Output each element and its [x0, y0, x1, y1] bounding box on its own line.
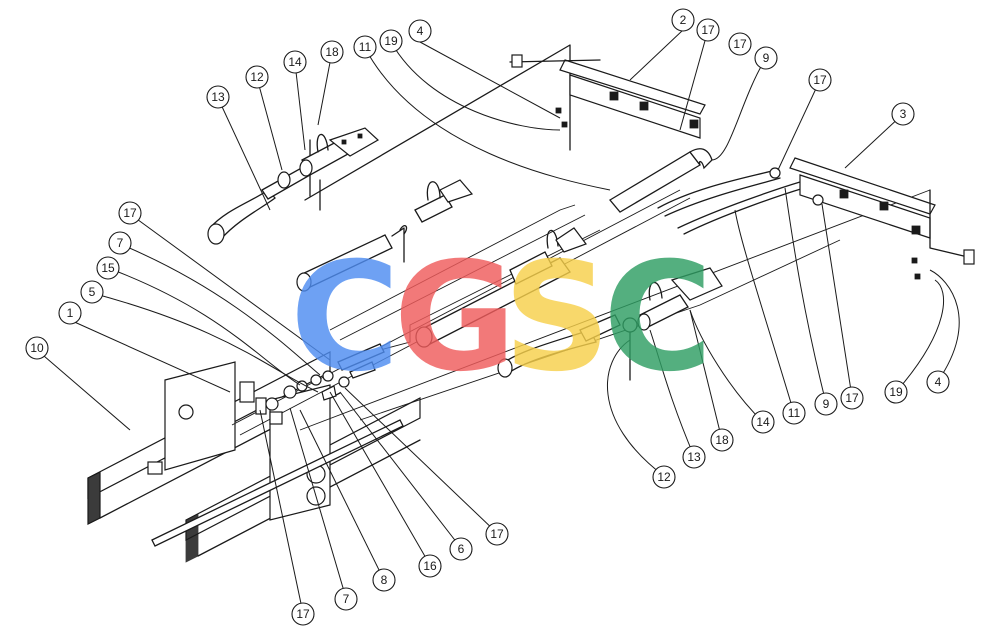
svg-text:14: 14 — [756, 415, 770, 429]
leader-lines — [36, 29, 960, 614]
svg-text:11: 11 — [359, 40, 372, 54]
callout-balloon: 9 — [754, 46, 778, 70]
svg-text:17: 17 — [296, 607, 310, 621]
callout-balloon: 19 — [884, 380, 908, 404]
rear-frame-beams — [87, 351, 421, 563]
callout-balloon: 8 — [372, 568, 396, 592]
svg-text:16: 16 — [423, 559, 437, 573]
svg-text:9: 9 — [763, 51, 770, 65]
fittings-cluster — [239, 343, 385, 425]
callout-balloon: 4 — [926, 370, 950, 394]
svg-text:3: 3 — [900, 107, 907, 121]
callout-balloon: 17 — [696, 18, 720, 42]
center-pipe-assembly — [415, 148, 805, 378]
svg-text:5: 5 — [89, 285, 96, 299]
callout-balloon: 17 — [485, 522, 509, 546]
callout-balloon: 17 — [840, 386, 864, 410]
middle-upper-assembly — [296, 179, 474, 292]
callout-balloon: 17 — [808, 68, 832, 92]
watermark-letter-3: S — [503, 231, 611, 405]
svg-text:15: 15 — [101, 261, 115, 275]
callout-balloon: 18 — [710, 428, 734, 452]
svg-text:10: 10 — [30, 341, 44, 355]
callout-balloon: 10 — [25, 336, 49, 360]
right-bracket-assemblies — [509, 54, 975, 381]
svg-text:6: 6 — [458, 542, 465, 556]
callout-balloon: 18 — [320, 40, 344, 64]
svg-text:17: 17 — [813, 73, 827, 87]
callout-balloon: 17 — [728, 32, 752, 56]
svg-text:4: 4 — [417, 24, 424, 38]
watermark-letter-1: C — [290, 231, 400, 405]
callout-balloon: 14 — [751, 410, 775, 434]
callout-balloon: 6 — [449, 537, 473, 561]
callout-balloon: 11 — [782, 401, 806, 425]
callout-balloon: 13 — [206, 85, 230, 109]
svg-text:13: 13 — [687, 450, 701, 464]
svg-text:17: 17 — [733, 37, 747, 51]
callout-balloon: 19 — [379, 29, 403, 53]
callout-balloon: 17 — [291, 602, 315, 626]
svg-text:19: 19 — [384, 34, 398, 48]
svg-text:12: 12 — [657, 470, 671, 484]
svg-text:9: 9 — [823, 397, 830, 411]
callout-balloon: 17 — [118, 201, 142, 225]
svg-text:17: 17 — [123, 206, 137, 220]
svg-text:19: 19 — [889, 385, 903, 399]
cgsc-watermark: C G S C — [290, 231, 713, 405]
callout-balloon: 5 — [80, 280, 104, 304]
svg-text:7: 7 — [343, 592, 350, 606]
callout-balloon: 4 — [408, 19, 432, 43]
svg-text:8: 8 — [381, 573, 388, 587]
callout-balloon: 15 — [96, 256, 120, 280]
svg-text:1: 1 — [67, 306, 74, 320]
svg-text:12: 12 — [250, 70, 264, 84]
svg-text:18: 18 — [715, 433, 729, 447]
callout-balloon: 9 — [814, 392, 838, 416]
svg-text:18: 18 — [325, 45, 339, 59]
callout-balloon: 12 — [245, 65, 269, 89]
svg-text:17: 17 — [701, 23, 715, 37]
svg-text:17: 17 — [845, 391, 859, 405]
callout-balloon: 7 — [334, 587, 358, 611]
callout-balloon: 14 — [283, 50, 307, 74]
callout-balloon: 7 — [108, 231, 132, 255]
svg-text:17: 17 — [490, 527, 504, 541]
svg-text:2: 2 — [680, 13, 687, 27]
callout-balloon: 1 — [58, 301, 82, 325]
svg-text:7: 7 — [117, 236, 124, 250]
callout-balloon: 2 — [671, 8, 695, 32]
callout-balloon: 13 — [682, 445, 706, 469]
watermark-letter-2: G — [393, 231, 516, 405]
svg-text:4: 4 — [935, 375, 942, 389]
svg-text:11: 11 — [788, 406, 801, 420]
svg-text:13: 13 — [211, 90, 225, 104]
watermark-letter-4: C — [603, 231, 713, 405]
callout-balloons: 1 2 3 4 4 5 6 7 7 8 9 9 10 11 11 12 12 1… — [25, 8, 950, 626]
callout-balloon: 16 — [418, 554, 442, 578]
callout-balloon: 3 — [891, 102, 915, 126]
callout-balloon: 11 — [353, 35, 377, 59]
left-upper-assembly — [207, 44, 571, 245]
callout-balloon: 12 — [652, 465, 676, 489]
svg-text:14: 14 — [288, 55, 302, 69]
